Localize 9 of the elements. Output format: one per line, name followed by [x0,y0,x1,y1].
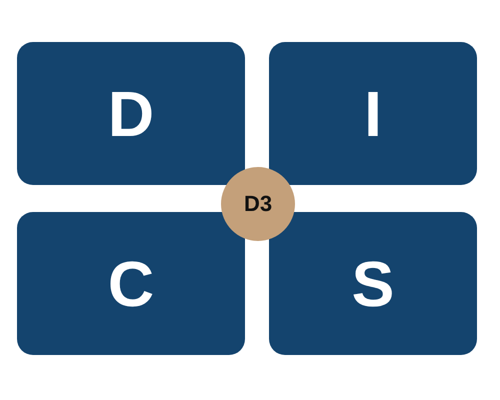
quadrant-letter: D [108,76,154,150]
quadrant-box [17,42,245,185]
center-label: D3 [244,191,272,217]
quadrant-letter: I [364,76,382,150]
quadrant-box [269,212,477,355]
quadrant-box [269,42,477,185]
quadrant-letter: C [108,246,154,320]
quadrant-box [17,212,245,355]
quadrant-letter: S [352,246,394,320]
